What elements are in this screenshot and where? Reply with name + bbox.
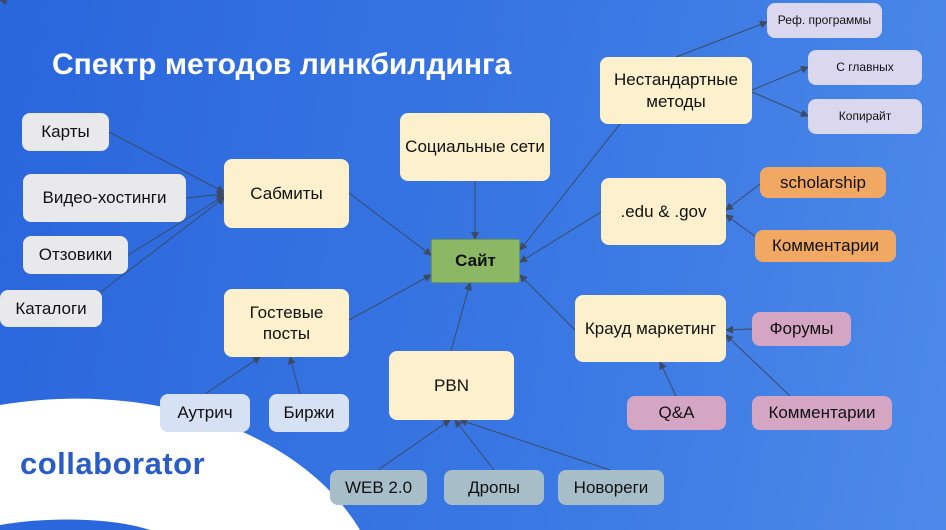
node-crowd: Крауд маркетинг [575, 295, 726, 362]
node-site: Сайт [431, 239, 520, 283]
node-outreach: Аутрич [160, 394, 250, 432]
node-social: Социальные сети [400, 113, 550, 181]
node-nonstandard: Нестандартные методы [600, 57, 752, 124]
node-comments-edu: Комментарии [755, 230, 896, 262]
node-forums: Форумы [752, 312, 851, 346]
node-reviews: Отзовики [23, 236, 128, 274]
node-drops: Дропы [444, 470, 544, 505]
node-submits: Сабмиты [224, 159, 349, 228]
node-web2: WEB 2.0 [330, 470, 427, 505]
node-exchanges: Биржи [269, 394, 349, 432]
node-ref-programs: Реф. программы [767, 3, 882, 38]
collaborator-logo: collaborator [20, 446, 206, 481]
node-copyright: Копирайт [808, 99, 922, 134]
node-qa: Q&A [627, 396, 726, 430]
node-maps: Карты [22, 113, 109, 151]
node-guest-posts: Гостевые посты [224, 289, 349, 357]
page-title: Спектр методов линкбилдинга [52, 48, 512, 81]
node-main-pages: С главных [808, 50, 922, 85]
node-edu-gov: .edu & .gov [601, 178, 726, 245]
node-catalogs: Каталоги [0, 290, 102, 327]
node-video: Видео-хостинги [23, 174, 186, 222]
node-pbn: PBN [389, 351, 514, 420]
node-newregs: Новореги [558, 470, 664, 505]
node-scholarship: scholarship [760, 167, 886, 198]
node-comments-crowd: Комментарии [752, 396, 892, 430]
